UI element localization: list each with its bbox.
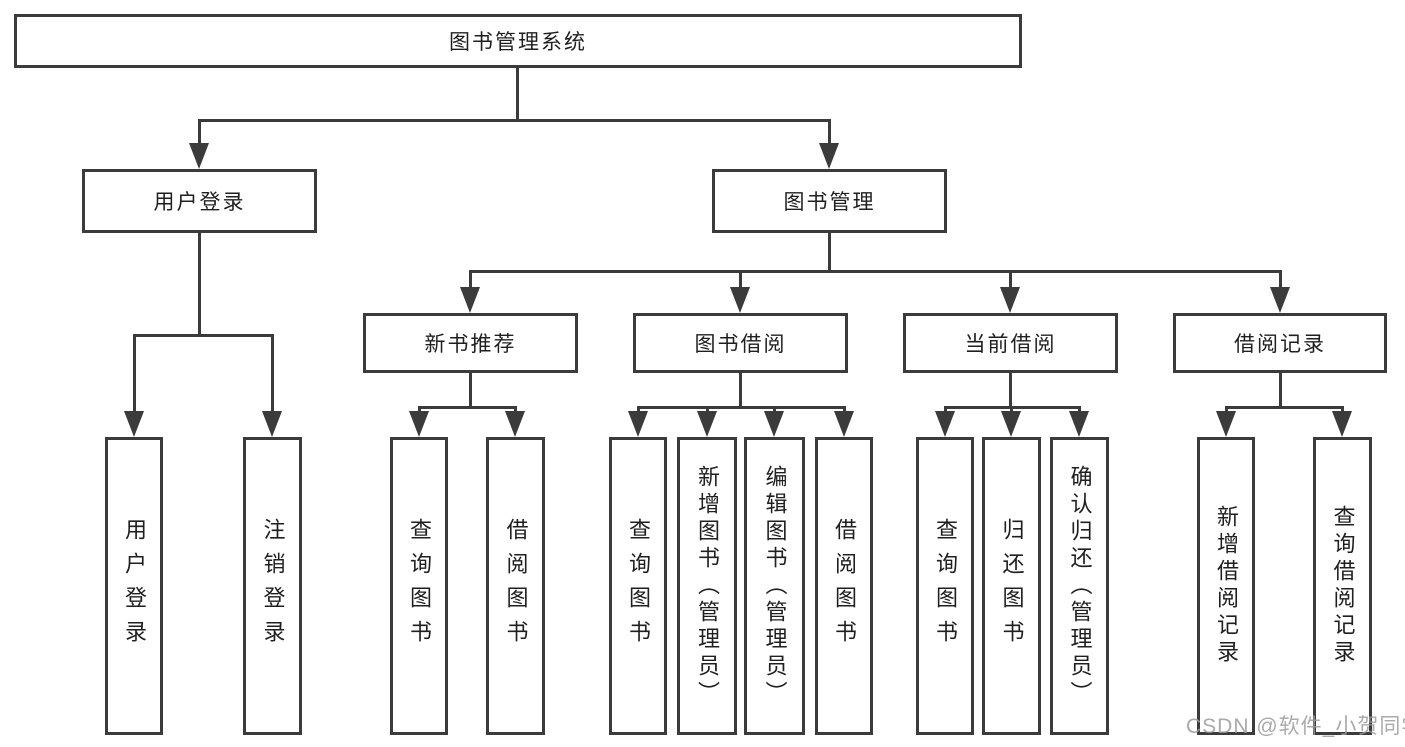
leaf-return-books: 归还图书 [982,437,1041,735]
leaf-query-books-recommend: 查询图书 [390,437,448,735]
arrowhead-down-icon [697,411,717,437]
leaf-logout: 注销登录 [243,437,302,735]
connector-line [198,119,831,122]
connector-line [1279,373,1282,409]
node-new-book-recommend: 新书推荐 [363,313,578,373]
node-user-login: 用户登录 [82,169,317,233]
leaf-query-books-borrow: 查询图书 [609,437,667,735]
arrowhead-down-icon [124,411,144,437]
arrowhead-down-icon [819,143,839,169]
arrowhead-down-icon [834,411,854,437]
node-borrow-record: 借阅记录 [1173,313,1387,373]
leaf-borrow-books: 借阅图书 [815,437,873,735]
node-book-management: 图书管理 [712,169,947,233]
arrowhead-down-icon [764,411,784,437]
connector-line [1225,406,1343,409]
leaf-user-login: 用户登录 [105,437,163,735]
arrowhead-down-icon [1000,287,1020,313]
arrowhead-down-icon [262,411,282,437]
arrowhead-down-icon [460,287,480,313]
connector-line [637,406,844,409]
connector-line [469,270,472,290]
connector-line [418,406,517,409]
arrowhead-down-icon [1270,287,1290,313]
connector-line [133,334,274,337]
node-current-borrow: 当前借阅 [903,313,1118,373]
arrowhead-down-icon [1001,411,1021,437]
arrowhead-down-icon [1216,411,1236,437]
arrowhead-down-icon [189,143,209,169]
connector-line [828,233,831,273]
arrowhead-down-icon [1069,411,1089,437]
connector-line [1009,270,1012,290]
connector-line [198,119,201,147]
leaf-query-books-current: 查询图书 [916,437,974,735]
connector-line [469,373,472,409]
connector-line [271,334,274,414]
connector-line [516,68,519,122]
leaf-query-borrow-record: 查询借阅记录 [1313,437,1372,735]
connector-line [1279,270,1282,290]
leaf-add-books-admin: 新增图书（管理员） [677,437,737,735]
connector-line [828,119,831,147]
connector-line [1009,373,1012,409]
leaf-confirm-return-admin: 确认归还（管理员） [1050,437,1109,735]
arrowhead-down-icon [935,411,955,437]
arrowhead-down-icon [409,411,429,437]
arrowhead-down-icon [730,287,750,313]
node-root: 图书管理系统 [14,14,1022,68]
connector-line [469,270,1282,273]
connector-line [739,270,742,290]
leaf-borrow-books-recommend: 借阅图书 [486,437,545,735]
csdn-watermark: CSDN @软件_小贺同学 [1186,715,1405,738]
leaf-add-borrow-record: 新增借阅记录 [1197,437,1255,735]
arrowhead-down-icon [505,411,525,437]
connector-line [198,233,201,336]
arrowhead-down-icon [628,411,648,437]
arrowhead-down-icon [1332,411,1352,437]
leaf-edit-books-admin: 编辑图书（管理员） [744,437,805,735]
connector-line [133,334,136,414]
node-book-borrow: 图书借阅 [633,313,848,373]
connector-line [739,373,742,409]
